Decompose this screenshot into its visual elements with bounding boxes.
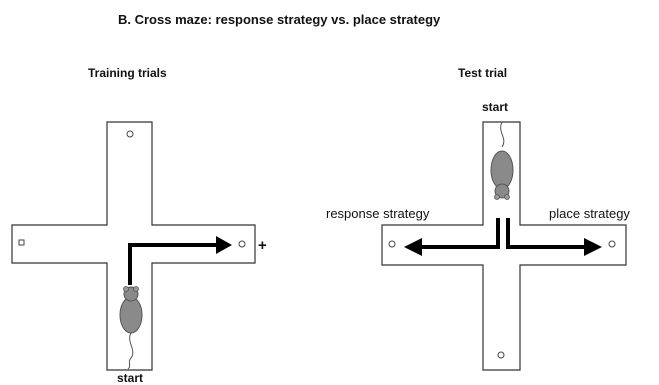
training-start-label: start (117, 371, 144, 385)
test-maze (381, 121, 627, 371)
reward-marker: + (258, 237, 267, 254)
rat-icon (119, 286, 143, 370)
rat-icon (490, 121, 514, 200)
training-arrowhead (216, 236, 232, 254)
training-route-arrow (128, 243, 218, 285)
place-strategy-label: place strategy (549, 206, 630, 221)
response-strategy-label: response strategy (326, 206, 430, 221)
figure-title: B. Cross maze: response strategy vs. pla… (118, 12, 441, 27)
place-arrowhead (584, 238, 602, 256)
training-trials-label: Training trials (88, 66, 167, 80)
response-arrowhead (404, 238, 422, 256)
test-trial-label: Test trial (458, 66, 508, 80)
place-strategy-arrow (506, 218, 586, 249)
response-strategy-arrow (420, 218, 500, 249)
test-start-label: start (482, 100, 509, 114)
